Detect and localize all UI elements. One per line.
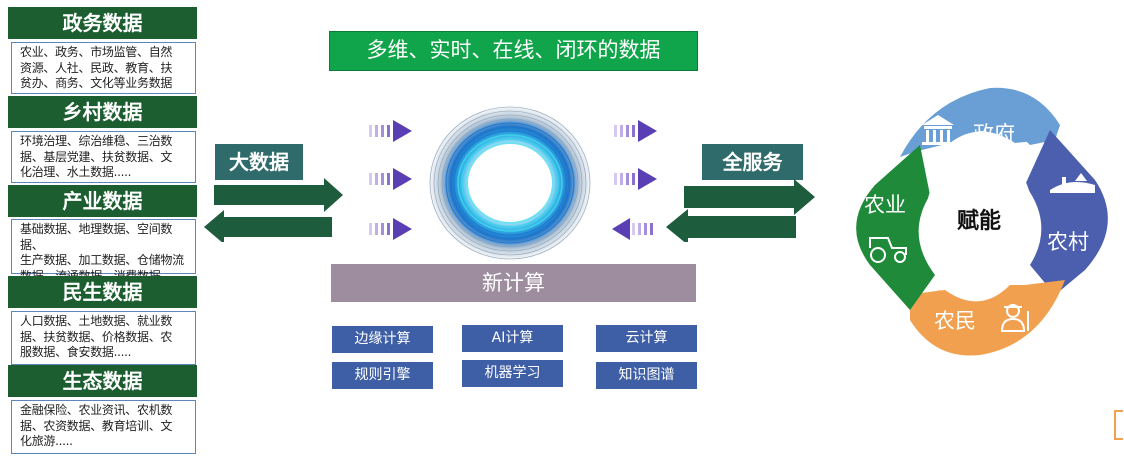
desc-line: 化旅游..... xyxy=(20,434,73,448)
cycle-center-label: 赋能 xyxy=(957,209,1002,234)
desc-line: 贫办、商务、文化等业务数据 xyxy=(20,76,173,90)
category-title-ecology: 生态数据 xyxy=(8,365,197,397)
desc-line: 据、农资数据、教育培训、文 xyxy=(20,418,173,433)
stream-arrow-icon xyxy=(614,120,657,142)
category-title-livelihood: 民生数据 xyxy=(8,276,197,308)
stream-arrow-icon xyxy=(369,218,412,240)
desc-line: 据、扶贫数据、价格数据、农 xyxy=(20,329,173,344)
new-compute-bar: 新计算 xyxy=(331,264,696,302)
desc-line: 人口数据、土地数据、就业数 xyxy=(20,314,173,328)
full-service-arrows xyxy=(666,179,815,242)
desc-line: 基础数据、地理数据、空间数据、 xyxy=(20,222,173,252)
village-farm-icon xyxy=(1050,173,1095,193)
category-desc-livelihood: 人口数据、土地数据、就业数 据、扶贫数据、价格数据、农 服数据、食安数据....… xyxy=(11,311,196,365)
category-title-government: 政务数据 xyxy=(8,7,197,39)
category-title-industry: 产业数据 xyxy=(8,185,197,217)
segment-village xyxy=(1025,130,1108,295)
category-desc-ecology: 金融保险、农业资讯、农机数 据、农资数据、教育培训、文 化旅游..... xyxy=(11,400,196,454)
tech-edge-computing: 边缘计算 xyxy=(332,326,433,353)
segment-label-agriculture: 农业 xyxy=(864,193,906,217)
data-ring-icon xyxy=(428,105,592,261)
full-service-label: 全服务 xyxy=(702,144,803,180)
desc-line: 据、基层党建、扶贫数据、文 xyxy=(20,149,173,164)
segment-label-farmer: 农民 xyxy=(934,309,976,333)
corner-mark xyxy=(1114,410,1123,440)
arrow-right-icon xyxy=(214,178,343,212)
arrow-left-icon xyxy=(666,209,796,242)
category-desc-rural: 环境治理、综治维稳、三治数 据、基层党建、扶贫数据、文 化治理、水土数据....… xyxy=(11,131,196,183)
government-building-icon xyxy=(922,115,954,145)
desc-line: 化治理、水土数据..... xyxy=(20,165,132,179)
tractor-icon xyxy=(869,237,907,263)
desc-line: 资源、人社、民政、教育、扶 xyxy=(20,60,173,75)
desc-line: 服数据、食安数据..... xyxy=(20,345,132,359)
empowerment-cycle xyxy=(856,87,1108,356)
arrow-right-icon xyxy=(684,179,815,215)
big-data-label: 大数据 xyxy=(215,144,303,180)
stream-arrow-icon xyxy=(369,168,412,190)
output-stream-arrows xyxy=(612,120,657,240)
category-desc-government: 农业、政务、市场监管、自然 资源、人社、民政、教育、扶 贫办、商务、文化等业务数… xyxy=(11,42,196,94)
tech-cloud-computing: 云计算 xyxy=(596,325,697,352)
tech-knowledge-graph: 知识图谱 xyxy=(596,362,697,389)
category-desc-industry: 基础数据、地理数据、空间数据、 生产数据、加工数据、仓储物流 数据、流通数据、消… xyxy=(11,219,196,283)
segment-agriculture xyxy=(856,145,935,310)
top-banner: 多维、实时、在线、闭环的数据 xyxy=(329,31,698,71)
desc-line: 金融保险、农业资讯、农机数 xyxy=(20,403,173,417)
stream-arrow-icon xyxy=(369,120,412,142)
big-data-arrows xyxy=(204,178,343,242)
tech-ai-computing: AI计算 xyxy=(462,325,563,352)
tech-machine-learning: 机器学习 xyxy=(462,360,563,387)
desc-line: 生产数据、加工数据、仓储物流 xyxy=(20,253,184,267)
desc-line: 环境治理、综治维稳、三治数 xyxy=(20,134,173,148)
stream-arrow-icon-left xyxy=(612,218,653,240)
farmer-icon xyxy=(1000,304,1029,332)
desc-line: 农业、政务、市场监管、自然 xyxy=(20,45,173,59)
category-title-rural: 乡村数据 xyxy=(8,96,197,128)
segment-label-village: 农村 xyxy=(1047,230,1089,254)
tech-rule-engine: 规则引擎 xyxy=(332,362,433,389)
input-stream-arrows xyxy=(369,120,412,240)
arrow-left-icon xyxy=(204,210,332,242)
segment-label-government: 政府 xyxy=(973,122,1015,146)
stream-arrow-icon xyxy=(614,168,657,190)
